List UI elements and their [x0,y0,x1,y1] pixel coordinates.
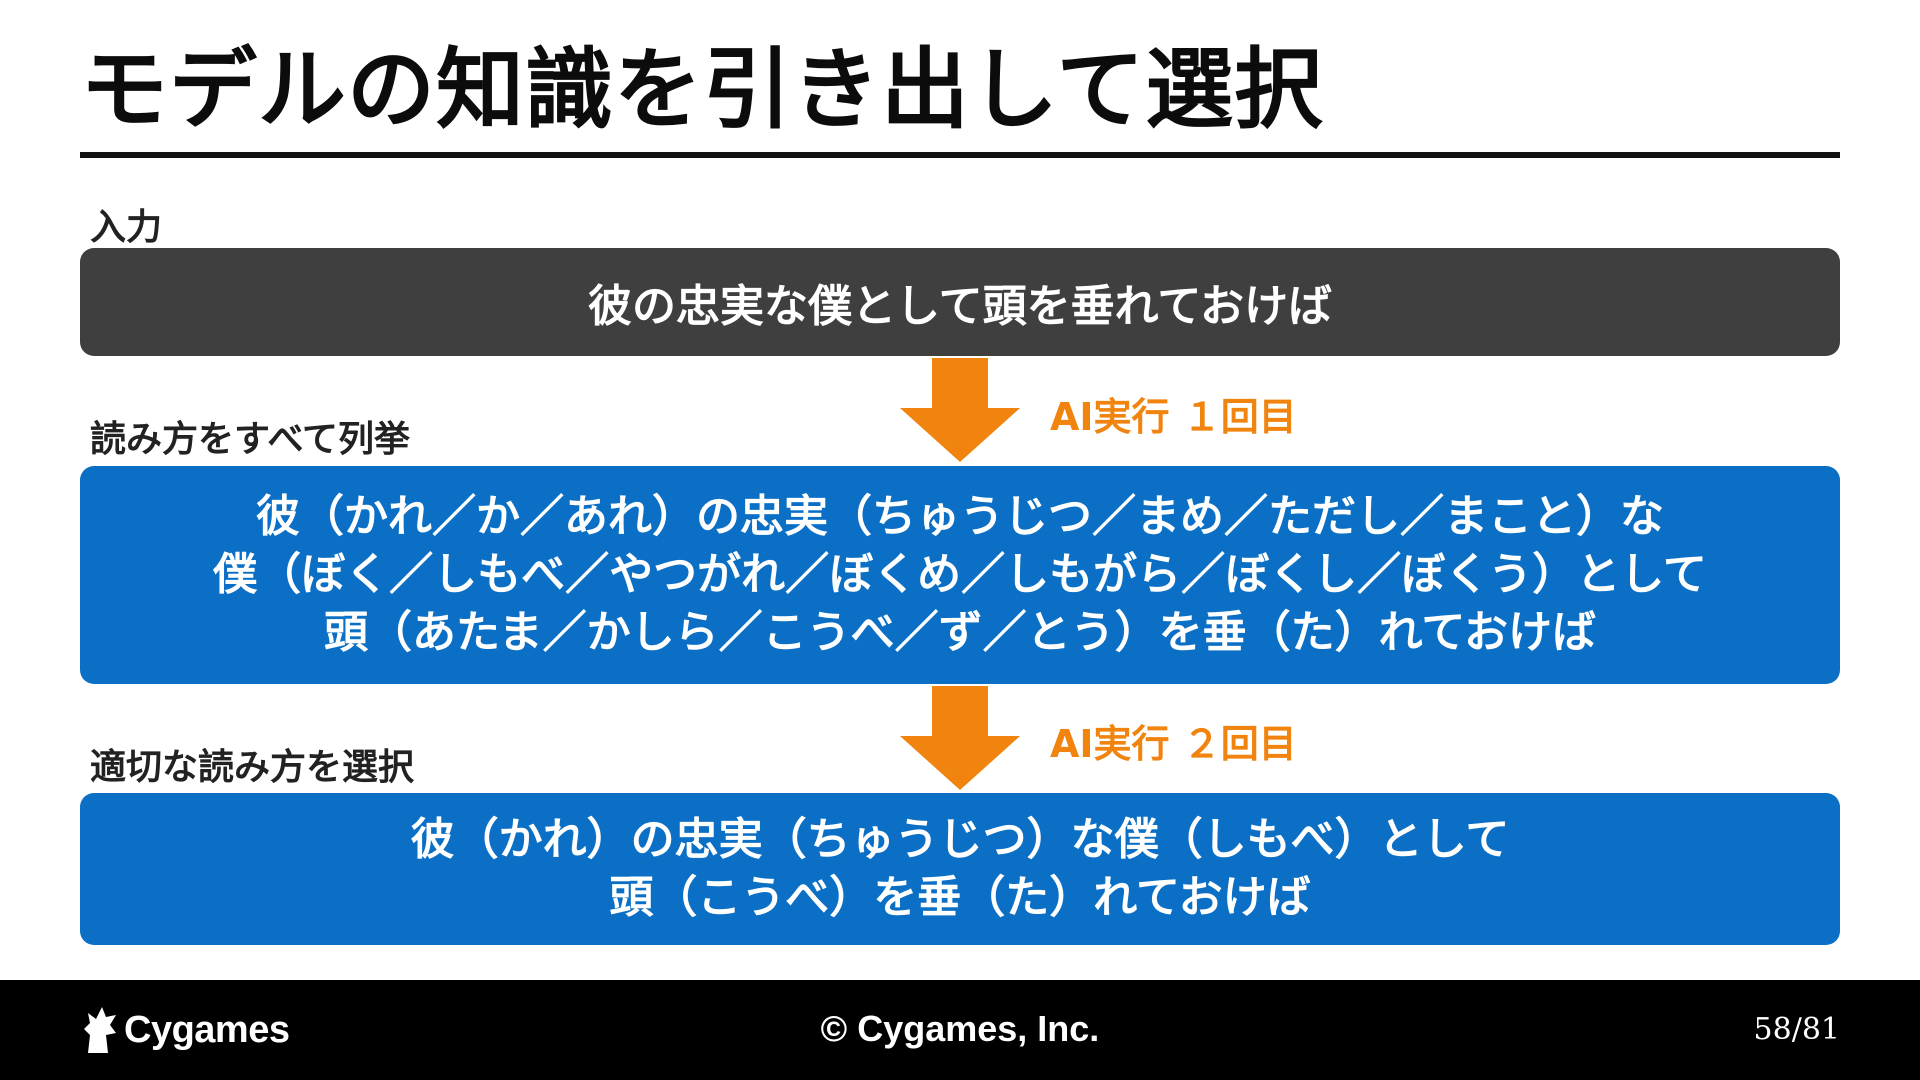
input-box: 彼の忠実な僕として頭を垂れておけば [80,248,1840,356]
selected-reading-line: 彼（かれ）の忠実（ちゅうじつ）な僕（しもべ）として [410,814,1510,865]
copyright-text: © Cygames, Inc. [820,1008,1100,1049]
ai-step-2-label: AI実行 ２回目 [1050,722,1297,766]
reading-list-line: 彼（かれ／か／あれ）の忠実（ちゅうじつ／まめ／ただし／まこと）な [256,491,1664,542]
company-logo: Cygames [80,1002,290,1058]
footer-bar: Cygames © Cygames, Inc. 58/81 [0,980,1920,1080]
ai-step-1-label: AI実行 １回目 [1050,395,1297,439]
input-label: 入力 [90,207,163,248]
logo-wordmark: Cygames [124,1008,290,1051]
selected-reading-box: 彼（かれ）の忠実（ちゅうじつ）な僕（しもべ）として 頭（こうべ）を垂（た）れてお… [80,793,1840,945]
cygames-horse-logo-icon [84,1007,116,1053]
title-divider [80,152,1840,158]
slide-title: モデルの知識を引き出して選択 [80,38,1324,141]
down-arrow-icon [900,358,1020,462]
reading-list-box: 彼（かれ／か／あれ）の忠実（ちゅうじつ／まめ／ただし／まこと）な 僕（ぼく／しも… [80,466,1840,684]
reading-list-line: 僕（ぼく／しもべ／やつがれ／ぼくめ／しもがら／ぼくし／ぼくう）として [213,549,1707,600]
input-text: 彼の忠実な僕として頭を垂れておけば [587,281,1333,332]
page-number: 58/81 [1753,1012,1840,1047]
down-arrow-icon [900,686,1020,790]
list-label: 読み方をすべて列挙 [90,419,411,460]
select-label: 適切な読み方を選択 [90,747,415,788]
reading-list-line: 頭（あたま／かしら／こうべ／ず／とう）を垂（た）れておけば [323,607,1597,658]
selected-reading-line: 頭（こうべ）を垂（た）れておけば [609,872,1311,923]
